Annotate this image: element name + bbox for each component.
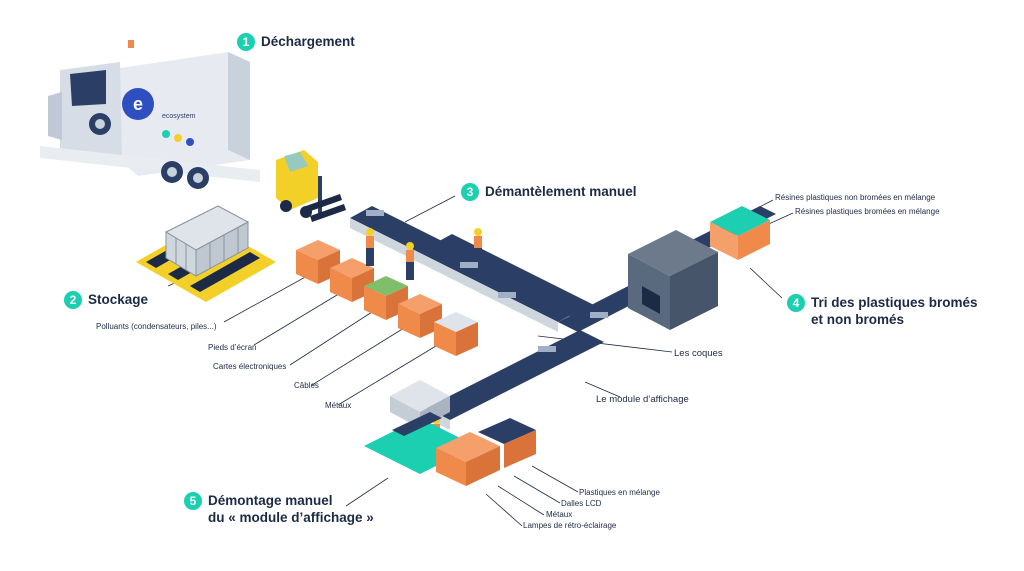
resin-bins [710, 206, 770, 260]
label-resines-bromees: Résines plastiques bromées en mélange [795, 207, 940, 216]
step-2: 2 Stockage [64, 291, 148, 309]
label-cables: Câbles [294, 381, 319, 390]
label-metaux-2: Métaux [546, 510, 573, 519]
step-5: 5 Démontage manuel du « module d’afficha… [184, 492, 374, 526]
step-3-badge: 3 [461, 183, 479, 201]
step-2-badge: 2 [64, 291, 82, 309]
step-5-title-line1: Démontage manuel [208, 493, 333, 508]
step-1-badge: 1 [237, 33, 255, 51]
label-dalles-lcd: Dalles LCD [561, 499, 602, 508]
step-5-badge: 5 [184, 492, 202, 510]
label-polluants: Polluants (condensateurs, piles...) [96, 322, 217, 331]
label-plastiques-melange: Plastiques en mélange [579, 488, 660, 497]
label-metaux: Métaux [325, 401, 352, 410]
svg-text:e: e [133, 94, 143, 114]
forklift [276, 150, 346, 222]
step-1-title: Déchargement [261, 34, 355, 49]
step-4-title-line2: et non bromés [811, 312, 905, 327]
component-bins [296, 240, 478, 356]
step-3: 3 Démantèlement manuel [461, 183, 637, 201]
label-pieds-ecran: Pieds d’écran [208, 343, 257, 352]
label-module-affichage: Le module d’affichage [596, 394, 689, 405]
storage-pad [136, 205, 276, 302]
label-coques: Les coques [674, 348, 723, 359]
sorting-machine [628, 230, 718, 330]
label-resines-non-bromees: Résines plastiques non bromées en mélang… [775, 193, 936, 202]
module-station [364, 380, 536, 486]
truck-brand: ecosystem [162, 113, 196, 120]
truck: e ecosystem [40, 40, 260, 189]
label-cartes-electroniques: Cartes électroniques [213, 362, 287, 371]
step-1: 1 Déchargement [237, 33, 355, 51]
step-4: 4 Tri des plastiques bromés et non bromé… [787, 294, 978, 328]
step-4-title-line1: Tri des plastiques bromés [811, 295, 978, 310]
step-4-badge: 4 [787, 294, 805, 312]
step-2-title: Stockage [88, 292, 149, 307]
step-5-title-line2: du « module d’affichage » [208, 510, 374, 525]
label-lampes-retro-eclairage: Lampes de rétro-éclairage [523, 521, 617, 530]
step-3-title: Démantèlement manuel [485, 184, 637, 199]
